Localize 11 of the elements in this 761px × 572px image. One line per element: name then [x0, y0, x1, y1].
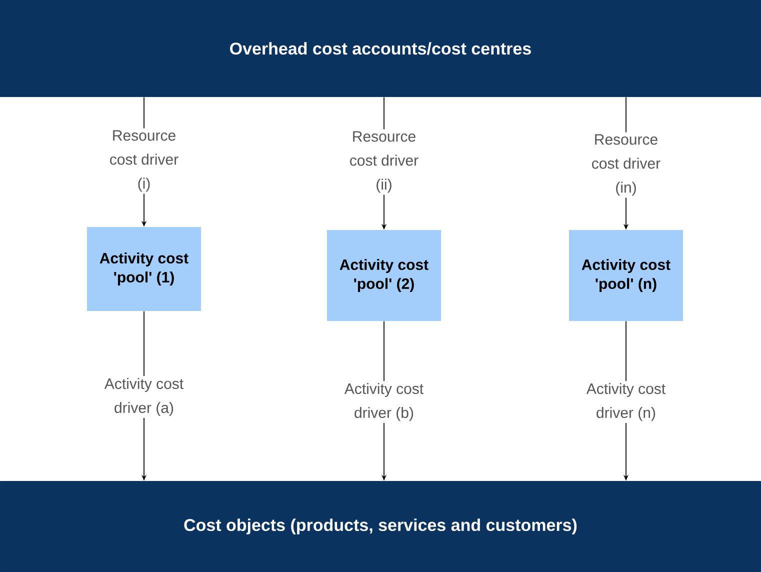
activity-box: Activity cost 'pool' (2): [327, 230, 441, 321]
edge-label: Resource cost driver (ii): [342, 129, 426, 195]
activity-box: Activity cost 'pool' (n): [569, 230, 683, 321]
edge-label: Activity cost driver (b): [342, 381, 426, 423]
edge-label: Resource cost driver (in): [584, 132, 668, 198]
header-band: Overhead cost accounts/cost centres: [0, 0, 761, 97]
edge-label: Resource cost driver (i): [102, 128, 186, 194]
edge-label: Activity cost driver (a): [102, 376, 186, 418]
edge-label: Activity cost driver (n): [584, 381, 668, 423]
activity-box: Activity cost 'pool' (1): [87, 227, 201, 311]
header-band: Cost objects (products, services and customers): [0, 481, 761, 572]
